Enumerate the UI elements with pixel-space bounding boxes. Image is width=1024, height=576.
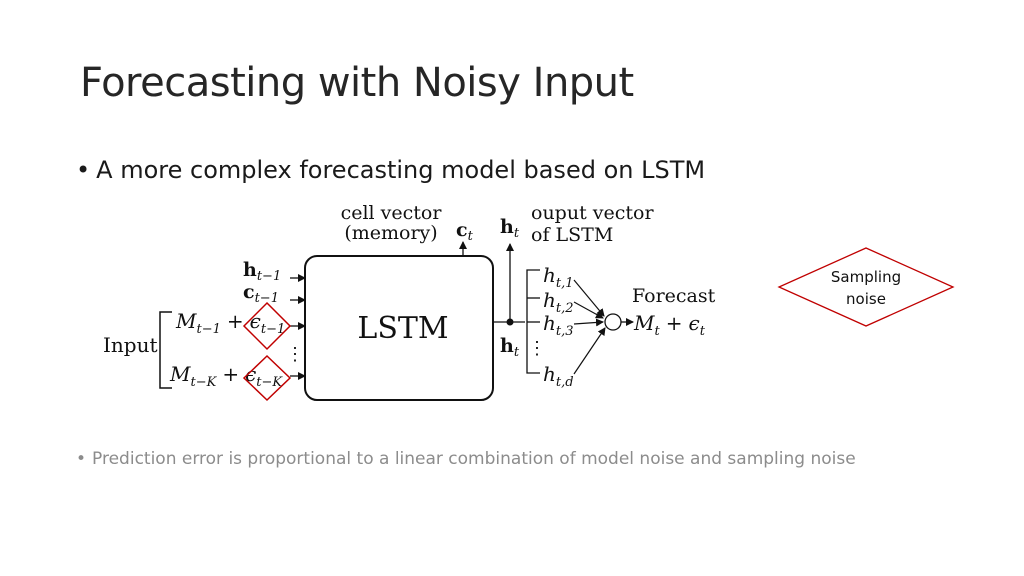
sum-node xyxy=(604,313,622,331)
input-1-label: Mt−1+ϵt−1 xyxy=(175,309,285,337)
cell-vector-label-line1: cell vector xyxy=(341,202,443,224)
c-t-label: ct xyxy=(456,219,474,244)
slide-title: Forecasting with Noisy Input xyxy=(80,60,634,106)
sampling-noise-line2: noise xyxy=(846,290,886,308)
h-output-1-arrow xyxy=(573,279,605,317)
output-vector-label-line1: ouput vector xyxy=(531,202,654,224)
input-k-label: Mt−K+ϵt−K xyxy=(169,362,283,390)
h-t-top-label: ht xyxy=(500,216,520,241)
main-bullet-text: A more complex forecasting model based o… xyxy=(96,156,706,184)
lstm-label: LSTM xyxy=(357,311,448,346)
h-t-mid-label: ht xyxy=(500,335,520,360)
h-output-d: ht,d xyxy=(543,362,574,390)
sampling-noise-line1: Sampling xyxy=(831,268,901,286)
forecast-formula: Mt+ϵt xyxy=(633,311,706,339)
cell-vector-label-line2: (memory) xyxy=(344,222,437,244)
main-bullet: •A more complex forecasting model based … xyxy=(76,156,705,184)
sub-bullet: •Prediction error is proportional to a l… xyxy=(76,449,856,469)
input-vdots: ⋮ xyxy=(286,344,304,365)
h-prev-label: ht−1 xyxy=(243,259,281,284)
c-prev-label: ct−1 xyxy=(243,281,279,306)
h-output-1: ht,1 xyxy=(543,263,574,291)
h-output-3: ht,3 xyxy=(543,311,574,339)
h-output-3-arrow xyxy=(573,318,604,327)
h-output-2: ht,2 xyxy=(543,288,574,316)
sub-bullet-glyph: • xyxy=(76,449,87,469)
noise-highlight-k xyxy=(242,354,292,402)
input-brace xyxy=(159,311,172,389)
forecast-label: Forecast xyxy=(632,285,716,307)
bullet-glyph: • xyxy=(76,156,91,184)
noise-highlight-1 xyxy=(242,301,292,351)
sampling-noise-diamond xyxy=(777,247,955,327)
h-output-d-arrow xyxy=(573,327,606,375)
output-vector-label-line2: of LSTM xyxy=(531,224,613,246)
h-output-2-arrow xyxy=(573,301,604,319)
sub-bullet-text: Prediction error is proportional to a li… xyxy=(92,449,856,469)
output-vdots: ⋮ xyxy=(528,338,546,359)
input-label: Input xyxy=(103,333,158,357)
